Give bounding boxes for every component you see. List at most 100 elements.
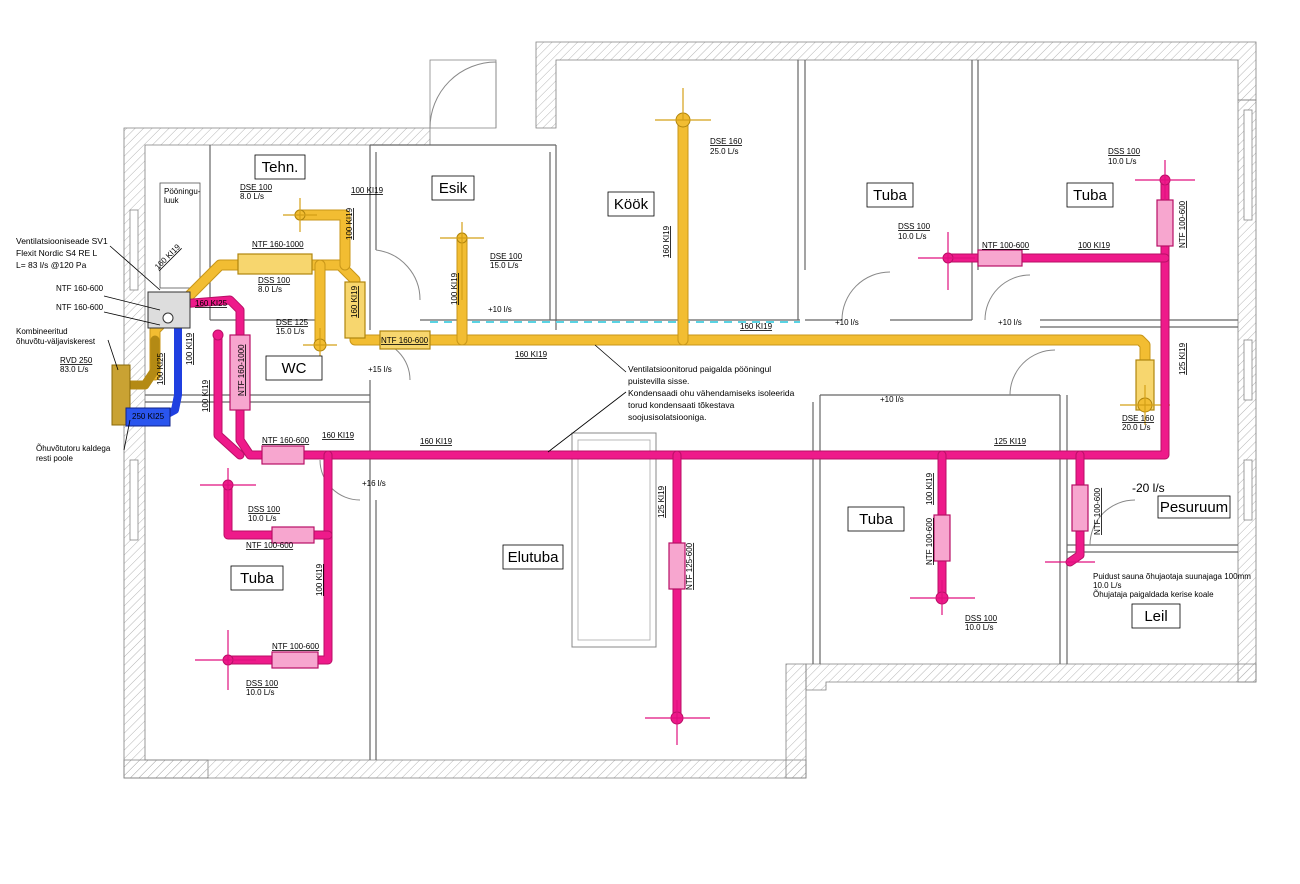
dse100-tehn-flow: 8.0 L/s	[240, 192, 264, 201]
dss100-wc-flow: 8.0 L/s	[258, 285, 282, 294]
dse160-se-flow: 20.0 L/s	[1122, 423, 1150, 432]
silencer-ntf-160-600-supply	[379, 330, 431, 350]
outer-wall-bottom	[123, 759, 807, 779]
duct-k100-ne: 100 KI19	[1078, 241, 1111, 250]
dse160-se-name: DSE 160	[1122, 414, 1155, 423]
duct-ntf100-600-pes: NTF 100-600	[1093, 487, 1102, 535]
unit-line-2: Flexit Nordic S4 RE L	[16, 248, 98, 258]
silencer-ntf-160-1000-exhaust	[229, 334, 251, 411]
duct-ntf100-600-sw2: NTF 100-600	[272, 642, 320, 651]
transfer-f: +16 l/s	[362, 479, 386, 488]
unit-annotations: Ventilatsiooniseade SV1 Flexit Nordic S4…	[16, 236, 165, 463]
note-line-2: puistevilla sisse.	[628, 376, 689, 386]
duct-k100-ex2: 100 KI19	[185, 332, 194, 365]
room-esik: Esik	[439, 180, 468, 197]
outdoor-ducts	[111, 291, 191, 427]
note-line-5: soojusisolatsiooniga.	[628, 412, 706, 422]
intake-line-2: resti poole	[36, 454, 73, 463]
doors	[319, 61, 1136, 546]
duct-ntf160-1000-top: NTF 160-1000	[252, 240, 304, 249]
room-tuba-ne1: Tuba	[873, 187, 907, 204]
note-line-3: Kondensaadi ohu vähendamiseks isoleerida	[628, 388, 795, 398]
duct-k100-ex3: 100 KI19	[201, 379, 210, 412]
dss100-tuba2-name: DSS 100	[1108, 147, 1141, 156]
rvd-flow: 83.0 L/s	[60, 365, 88, 374]
unit-line-3: L= 83 l/s @120 Pa	[16, 260, 87, 270]
dss100-tuba1-name: DSS 100	[898, 222, 931, 231]
walls	[123, 41, 1257, 779]
duct-ntf160-1000-ex: NTF 160-1000	[237, 344, 246, 396]
duct-labels: 160 KI19 NTF 160-1000 100 KI19 100 KI19 …	[153, 186, 1187, 651]
sauna-line-3: Õhujataja paigaldada kerise koale	[1093, 590, 1214, 599]
room-tuba-ne2: Tuba	[1073, 187, 1107, 204]
duct-k100-tehn2: 100 KI19	[345, 207, 354, 240]
dss100-sw2-flow: 10.0 L/s	[246, 688, 274, 697]
dse100-esik-flow: 15.0 L/s	[490, 261, 518, 270]
attic-hatch-label-1: Pööningu-	[164, 187, 201, 196]
room-tuba-sw: Tuba	[240, 570, 274, 587]
rvd-name: RVD 250	[60, 356, 93, 365]
outdoor-duct-250	[125, 407, 171, 427]
kombi-line-2: õhuvõtu-väljaviskerest	[16, 337, 96, 346]
silencer-ntf-160-600-exhaust	[261, 445, 305, 465]
dss100-tuba2-flow: 10.0 L/s	[1108, 157, 1136, 166]
duct-k100-se: 100 KI19	[925, 472, 934, 505]
duct-ntf100-600-ne: NTF 100-600	[982, 241, 1030, 250]
dss100-se-flow: 10.0 L/s	[965, 623, 993, 632]
duct-k160-main2: 160 KI19	[515, 350, 548, 359]
duct-k100-tehn: 100 KI19	[351, 186, 384, 195]
dss100-wc-name: DSS 100	[258, 276, 291, 285]
silencer-ntf-100-600-ne2	[1156, 199, 1174, 247]
dse100-tehn-name: DSE 100	[240, 183, 273, 192]
silencer-ntf-100-600-ne	[977, 249, 1023, 267]
attic-hatch	[159, 182, 201, 289]
duct-k125-elutuba: 125 KI19	[657, 485, 666, 518]
silencer-ntf-100-600-pes	[1071, 484, 1089, 532]
duct-ntf100-600-sw1: NTF 100-600	[246, 541, 294, 550]
duct-k160-wc: 160 KI19	[350, 285, 359, 318]
pesuruum-airflow: -20 l/s	[1132, 481, 1165, 495]
dss100-sw2-name: DSS 100	[246, 679, 279, 688]
intake-line-1: Õhuvõtutoru kaldega	[36, 444, 111, 453]
terminal-labels: DSE 100 8.0 L/s DSE 100 15.0 L/s DSE 160…	[240, 137, 1155, 697]
dss100-sw1-flow: 10.0 L/s	[248, 514, 276, 523]
room-tehn: Tehn.	[262, 159, 299, 176]
dse125-wc-flow: 15.0 L/s	[276, 327, 304, 336]
note-line-4: torud kondensaati tõkestava	[628, 400, 735, 410]
kombi-line-1: Kombineeritud	[16, 327, 68, 336]
duct-k160-ex1: 160 KI25	[195, 299, 228, 308]
dse100-esik-name: DSE 100	[490, 252, 523, 261]
duct-k100-ex: 100 KI25	[156, 352, 165, 385]
dss100-tuba1-flow: 10.0 L/s	[898, 232, 926, 241]
dse125-wc-name: DSE 125	[276, 318, 309, 327]
duct-k160-ex3: 160 KI19	[420, 437, 453, 446]
duct-k160-main1: 160 KI19	[740, 322, 773, 331]
duct-ntf100-600-se: NTF 100-600	[925, 517, 934, 565]
outer-wall-notch	[785, 663, 807, 779]
outer-wall-bottom-right	[805, 663, 1257, 691]
silencer-ntf-100-600-sw1	[271, 526, 315, 544]
duct-k125-ex: 125 KI19	[994, 437, 1027, 446]
dss100-se-name: DSS 100	[965, 614, 998, 623]
duct-ntf125-600: NTF 125-600	[685, 542, 694, 590]
note-line-1: Ventilatsioonitorud paigalda pööningul	[628, 364, 771, 374]
duct-k125-right: 125 KI19	[1178, 342, 1187, 375]
sauna-line-1: Puidust sauna õhujaotaja suunajaga 100mm	[1093, 572, 1251, 581]
silencer-ntf-100-600-sw2	[271, 651, 319, 669]
unit-ntf-2: NTF 160-600	[56, 303, 104, 312]
transfer-d: +10 l/s	[880, 395, 904, 404]
transfer-b: +10 l/s	[835, 318, 859, 327]
silencer-ntf-160-1000-supply	[237, 253, 313, 275]
outer-wall-top-center	[535, 41, 1257, 129]
room-elutuba: Elutuba	[508, 549, 560, 566]
dss100-sw1-name: DSS 100	[248, 505, 281, 514]
room-kook: Köök	[614, 196, 649, 213]
transfer-e: +15 l/s	[368, 365, 392, 374]
room-pesuruum: Pesuruum	[1160, 499, 1228, 516]
duct-ntf100-600-ne2: NTF 100-600	[1178, 200, 1187, 248]
unit-ntf-1: NTF 160-600	[56, 284, 104, 293]
transfer-a: +10 l/s	[488, 305, 512, 314]
sauna-line-2: 10.0 L/s	[1093, 581, 1121, 590]
duct-k100-sw: 100 KI19	[315, 563, 324, 596]
